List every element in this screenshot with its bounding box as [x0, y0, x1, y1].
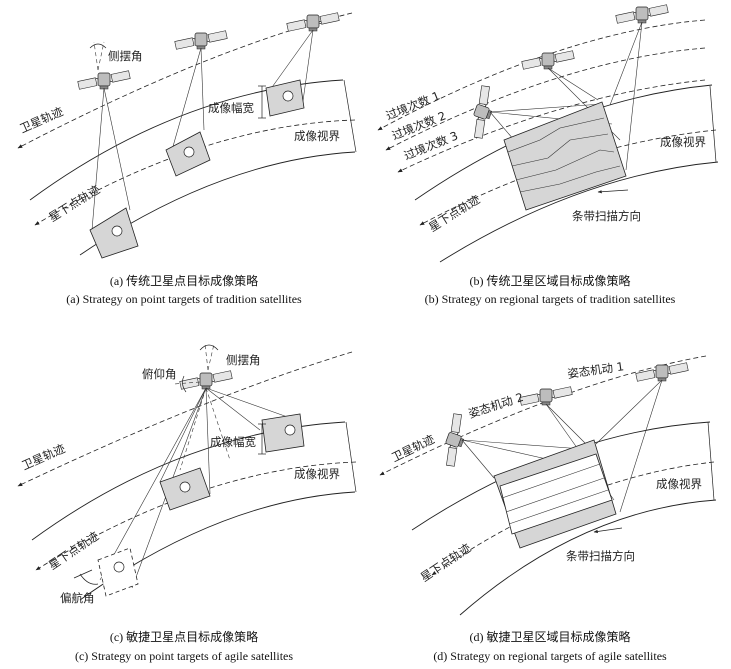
- panel-c: 侧摆角 俯仰角 卫星轨迹 成像幅宽 成像视界 星下点轨迹 偏航角 (c) 敏捷卫…: [17, 343, 357, 663]
- caption-zh: (d) 敏捷卫星区域目标成像策略: [470, 629, 631, 644]
- satellite-icon: [519, 386, 573, 406]
- caption-zh: (a) 传统卫星点目标成像策略: [110, 273, 258, 288]
- panel-d: 姿态机动 1 姿态机动 2 卫星轨迹 成像视界 星下点轨迹 条带扫描方向 (d)…: [379, 355, 717, 663]
- imaging-view-label: 成像视界: [294, 467, 340, 481]
- satellite-orbit-label: 卫星轨迹: [389, 432, 437, 465]
- caption-zh: (c) 敏捷卫星点目标成像策略: [110, 629, 258, 644]
- caption-en: (d) Strategy on regional targets of agil…: [433, 649, 667, 663]
- imaging-scene: [89, 207, 139, 259]
- imaging-scene: [159, 467, 211, 511]
- satellite-orbit-label: 卫星轨迹: [18, 104, 66, 136]
- imaging-scene: [261, 413, 305, 453]
- satellite-icon: [521, 50, 575, 70]
- caption-en: (b) Strategy on regional targets of trad…: [425, 292, 676, 306]
- satellite-icon: [77, 70, 131, 90]
- subsatellite-track-label: 星下点轨迹: [426, 192, 483, 235]
- satellite-icon: [615, 4, 669, 24]
- imaging-scene: [265, 79, 305, 117]
- side-swing-angle-label: 侧摆角: [226, 353, 261, 367]
- pass-1-orbit-path: [377, 19, 706, 131]
- imaging-view-inner-edge: [459, 499, 717, 616]
- imaging-view-inner-edge: [439, 161, 719, 263]
- satellite-orbit-label: 卫星轨迹: [20, 441, 68, 473]
- strip-scan-direction-label: 条带扫描方向: [572, 209, 641, 223]
- imaging-view-label: 成像视界: [294, 129, 340, 143]
- strip-scan-direction-label: 条带扫描方向: [566, 549, 635, 563]
- attitude-maneuver-2-label: 姿态机动 2: [467, 390, 526, 421]
- imaging-scene: [165, 131, 211, 177]
- subsatellite-track-label: 星下点轨迹: [46, 528, 102, 572]
- imaging-width-label: 成像幅宽: [208, 101, 254, 115]
- satellite-icon: [179, 370, 233, 390]
- side-swing-indicator: [89, 41, 107, 71]
- pass-3-orbit-path: [397, 79, 706, 173]
- yaw-angle-label: 偏航角: [60, 591, 95, 605]
- side-swing-indicator: [199, 343, 219, 371]
- caption-zh: (b) 传统卫星区域目标成像策略: [470, 273, 631, 288]
- satellite-icon: [286, 12, 340, 32]
- satellite-icon: [435, 411, 473, 469]
- pitch-angle-label: 俯仰角: [142, 367, 177, 381]
- subsatellite-track-label: 星下点轨迹: [418, 540, 474, 584]
- yaw-angle-indicator: [73, 569, 99, 585]
- regional-target-area: [503, 101, 627, 211]
- pass-2-orbit-path: [385, 47, 706, 151]
- imaging-scene: [97, 547, 139, 597]
- regional-target-area: [493, 439, 617, 549]
- imaging-view-label: 成像视界: [656, 477, 702, 491]
- imaging-view-label: 成像视界: [660, 135, 706, 149]
- satellite-icon: [635, 362, 689, 382]
- caption-en: (a) Strategy on point targets of traditi…: [66, 292, 302, 306]
- panel-a: 侧摆角 卫星轨迹 成像幅宽 成像视界 星下点轨迹 (a) 传统卫星点目标成像策略…: [17, 12, 357, 306]
- satellite-orbit-path: [17, 351, 353, 487]
- caption-en: (c) Strategy on point targets of agile s…: [75, 649, 293, 663]
- satellite-orbit-path: [17, 12, 353, 149]
- satellite-icon: [174, 30, 228, 50]
- side-swing-angle-label: 侧摆角: [108, 49, 143, 63]
- panel-b: 过境次数 1 过境次数 2 过境次数 3 成像视界 星下点轨迹 条带扫描方向 (…: [377, 4, 719, 306]
- imaging-width-label: 成像幅宽: [210, 435, 256, 449]
- pitch-angle-indicator: [173, 375, 201, 393]
